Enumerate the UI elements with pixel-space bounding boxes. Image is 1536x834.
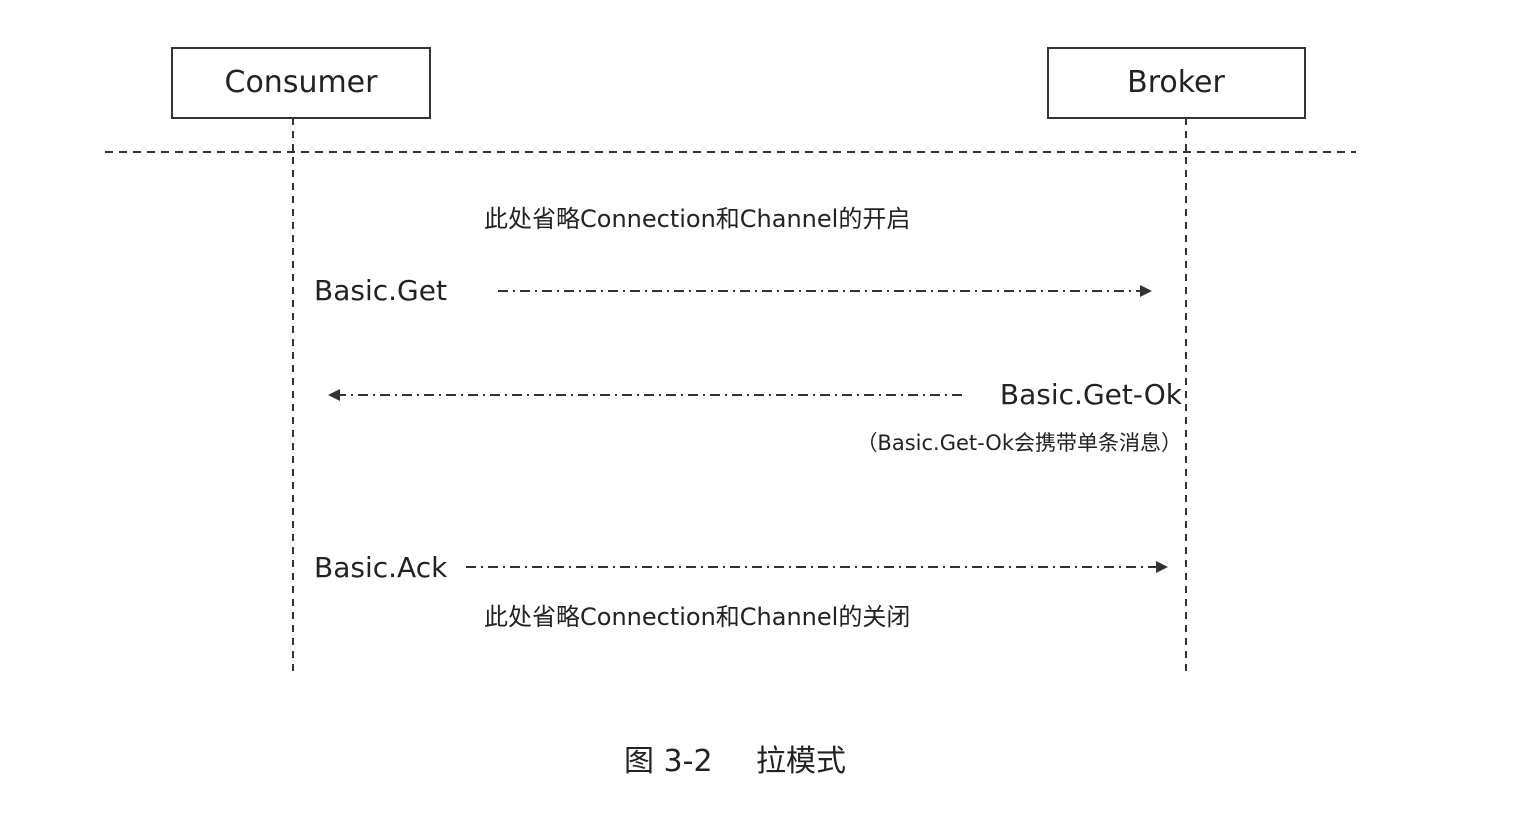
basic-get-ok-label: Basic.Get-Ok [1000,378,1183,411]
consumer-label: Consumer [225,65,379,100]
basic-get-ok-note: （Basic.Get-Ok会携带单条消息） [856,431,1182,455]
basic-get-label: Basic.Get [314,274,447,307]
open-note: 此处省略Connection和Channel的开启 [484,205,910,233]
close-note: 此处省略Connection和Channel的关闭 [484,603,910,631]
broker-label: Broker [1127,65,1225,100]
figure-title: 拉模式 [756,744,846,779]
consumer-box [171,47,431,119]
basic-ack-label: Basic.Ack [314,551,448,584]
figure-number: 图 3-2 [624,744,713,779]
broker-box [1047,47,1306,119]
